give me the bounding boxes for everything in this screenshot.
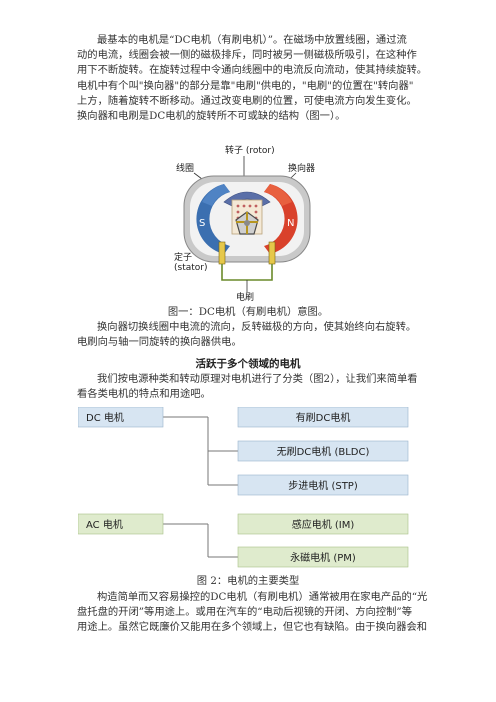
text-line: 看各类电机的特点和用途吧。 xyxy=(77,388,211,401)
brushed-dc-paragraph: 构造简单而又容易操控的DC电机（有刷电机）通常被用在家电产品的“光 盘托盘的开闭… xyxy=(77,590,428,636)
text-line: 电机中有个叫"换向器"的部分是靠"电刷"供电的，"电刷"的位置在"转向器" xyxy=(77,79,414,92)
text-line: 换向器切换线圈中电流的流向，反转磁极的方向，使其始终向右旋转。 xyxy=(97,321,417,333)
dc-motor-box xyxy=(78,407,164,428)
classification-paragraph: 我们按电源种类和转动原理对电机进行了分类（图2），让我们来简单看 看各类电机的特… xyxy=(77,372,422,402)
rotor-label: 转子 (rotor) xyxy=(225,144,275,156)
ac-motor-box xyxy=(78,513,164,535)
text-line: 最基本的电机是“DC电机（有刷电机）”。在磁场中放置线圈，通过流 xyxy=(97,34,407,46)
induction-label: 感应电机 (IM) xyxy=(292,518,355,531)
text-line: 构造简单而又容易操控的DC电机（有刷电机）通常被用在家电产品的“光 xyxy=(97,591,428,603)
figure2-caption: 图 2：电机的主要类型 xyxy=(196,575,300,587)
text-line: 盘托盘的开闭”等用途上。或用在汽车的“电动后视镜的开闭、方向控制”等 xyxy=(77,606,412,619)
stator-label-zh: 定子 xyxy=(174,251,192,263)
brushed-dc-box xyxy=(237,407,409,428)
pm-label: 永磁电机 (PM) xyxy=(290,551,356,564)
commutator-paragraph: 换向器切换线圈中电流的流向，反转磁极的方向，使其始终向右旋转。 电刷向与轴一同旋… xyxy=(77,320,422,350)
stepper-box xyxy=(237,474,409,496)
brush-label: 电刷 xyxy=(236,291,254,302)
text-line: 用下不断旋转。在旋转过程中令通向线圈中的电流反向流动，使其持续旋转。 xyxy=(77,64,428,77)
bldc-box xyxy=(237,440,409,462)
bldc-label: 无刷DC电机 (BLDC) xyxy=(277,445,370,458)
motor-types-diagram: DC 电机 有刷DC电机 无刷DC电机 (BLDC) 步进电机 (STP) AC… xyxy=(78,407,409,568)
commutator-label: 换向器 xyxy=(288,162,315,174)
text-line: 电刷向与轴一同旋转的换向器供电。 xyxy=(77,336,242,349)
text-line: 换向器和电刷是DC电机的旋转所不可或缺的结构（图一）。 xyxy=(77,110,346,123)
dc-motor-diagram: 转子 (rotor) 线圈 换向器 S N 定子 (stator) 电刷 xyxy=(174,144,315,302)
brushed-dc-label: 有刷DC电机 xyxy=(296,411,351,424)
intro-paragraph: 最基本的电机是“DC电机（有刷电机）”。在磁场中放置线圈，通过流 动的电流，线圈… xyxy=(77,33,428,124)
text-line: 我们按电源种类和转动原理对电机进行了分类（图2），让我们来简单看 xyxy=(97,373,418,385)
stepper-label: 步进电机 (STP) xyxy=(288,479,358,492)
pole-s-label: S xyxy=(199,218,205,229)
induction-box xyxy=(237,513,409,535)
text-line: 上方，随着旋转不断移动。通过改变电刷的位置，可使电流方向发生变化。 xyxy=(77,94,417,107)
coil-label: 线圈 xyxy=(176,162,194,174)
stator-label-en: (stator) xyxy=(174,263,208,273)
figure1-caption: 图一：DC电机（有刷电机）意图。 xyxy=(167,306,329,318)
text-line: 动的电流，线圈会被一侧的磁极排斥，同时被另一侧磁极所吸引，在这种作 xyxy=(77,49,417,62)
dc-motor-label: DC 电机 xyxy=(86,411,124,424)
pm-box xyxy=(237,546,409,568)
pole-n-label: N xyxy=(287,218,294,229)
ac-motor-label: AC 电机 xyxy=(86,518,123,531)
text-line: 用途上。虽然它既廉价又能用在多个领域上，但它也有缺陷。由于换向器会和 xyxy=(77,621,428,634)
section-heading: 活跃于多个领域的电机 xyxy=(195,358,301,370)
